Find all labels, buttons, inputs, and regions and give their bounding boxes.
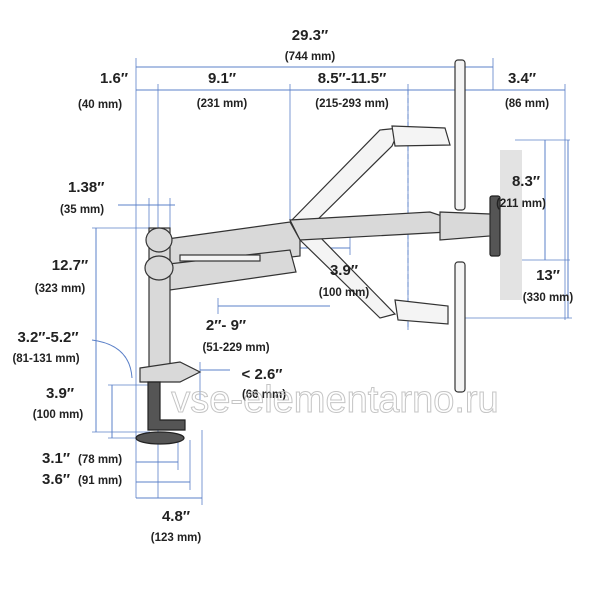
label-arm-height-mm: (51-229 mm) bbox=[202, 342, 269, 354]
monitor-upper-ghost bbox=[454, 59, 466, 211]
label-base-width-mm: (123 mm) bbox=[151, 532, 202, 544]
label-pole-height-mm: (323 mm) bbox=[35, 283, 86, 295]
label-base-offset: < 2.6″ bbox=[242, 366, 283, 383]
label-wrist-reach-mm: (100 mm) bbox=[319, 287, 370, 299]
label-pole-height: 12.7″ bbox=[52, 257, 88, 274]
label-clamp-width-1-mm: (78 mm) bbox=[78, 454, 122, 466]
label-arm-upper-mm: (215-293 mm) bbox=[315, 98, 389, 110]
monitor-back-panel bbox=[500, 150, 522, 300]
label-arm-height: 2″- 9″ bbox=[206, 317, 246, 334]
label-clamp-width-2: 3.6″ bbox=[42, 471, 70, 488]
monitor-lower-ghost bbox=[454, 261, 466, 393]
wrist-lower bbox=[394, 299, 449, 325]
label-wrist-reach: 3.9″ bbox=[330, 262, 358, 279]
pole-cap bbox=[145, 227, 173, 253]
label-clamp-width-2-mm: (91 mm) bbox=[78, 475, 122, 487]
label-tilt-range-mm: (211 mm) bbox=[496, 198, 546, 210]
label-clamp-width-1: 3.1″ bbox=[42, 450, 70, 467]
label-base-offset-mm: (66 mm) bbox=[242, 389, 286, 401]
label-pole-dia: 1.38″ bbox=[68, 179, 104, 196]
wrist-upper bbox=[391, 125, 451, 147]
label-clamp-height-mm: (100 mm) bbox=[33, 409, 84, 421]
monitor-arm-drawing bbox=[135, 59, 522, 445]
dimension-labels: 29.3″ (744 mm) 1.6″ (40 mm) 9.1″ (231 mm… bbox=[12, 27, 573, 544]
label-arm-lower: 9.1″ bbox=[208, 70, 236, 87]
label-monitor-depth: 3.4″ bbox=[508, 70, 536, 87]
pole-collar bbox=[144, 255, 174, 281]
label-clamp-reach-mm: (81-131 mm) bbox=[12, 353, 79, 365]
label-pole-offset-mm: (40 mm) bbox=[78, 99, 122, 111]
arm-slot bbox=[179, 254, 261, 262]
label-overall-width: 29.3″ bbox=[292, 27, 328, 44]
label-clamp-height: 3.9″ bbox=[46, 385, 74, 402]
label-base-width: 4.8″ bbox=[162, 508, 190, 525]
tilt-head bbox=[439, 211, 491, 241]
label-lift-range: 13″ bbox=[536, 267, 560, 284]
base bbox=[139, 361, 202, 383]
label-tilt-range: 8.3″ bbox=[512, 173, 540, 190]
label-pole-offset: 1.6″ bbox=[100, 70, 128, 87]
label-overall-width-mm: (744 mm) bbox=[285, 51, 336, 63]
clamp-pad bbox=[135, 431, 185, 445]
watermark: vse-elementarno.ru bbox=[171, 379, 498, 421]
clamp-body bbox=[147, 381, 186, 431]
label-pole-dia-mm: (35 mm) bbox=[60, 204, 104, 216]
label-arm-lower-mm: (231 mm) bbox=[197, 98, 248, 110]
label-monitor-depth-mm: (86 mm) bbox=[505, 98, 549, 110]
label-arm-upper: 8.5″-11.5″ bbox=[318, 70, 387, 87]
label-lift-range-mm: (330 mm) bbox=[523, 292, 574, 304]
label-clamp-reach: 3.2″-5.2″ bbox=[17, 329, 78, 346]
